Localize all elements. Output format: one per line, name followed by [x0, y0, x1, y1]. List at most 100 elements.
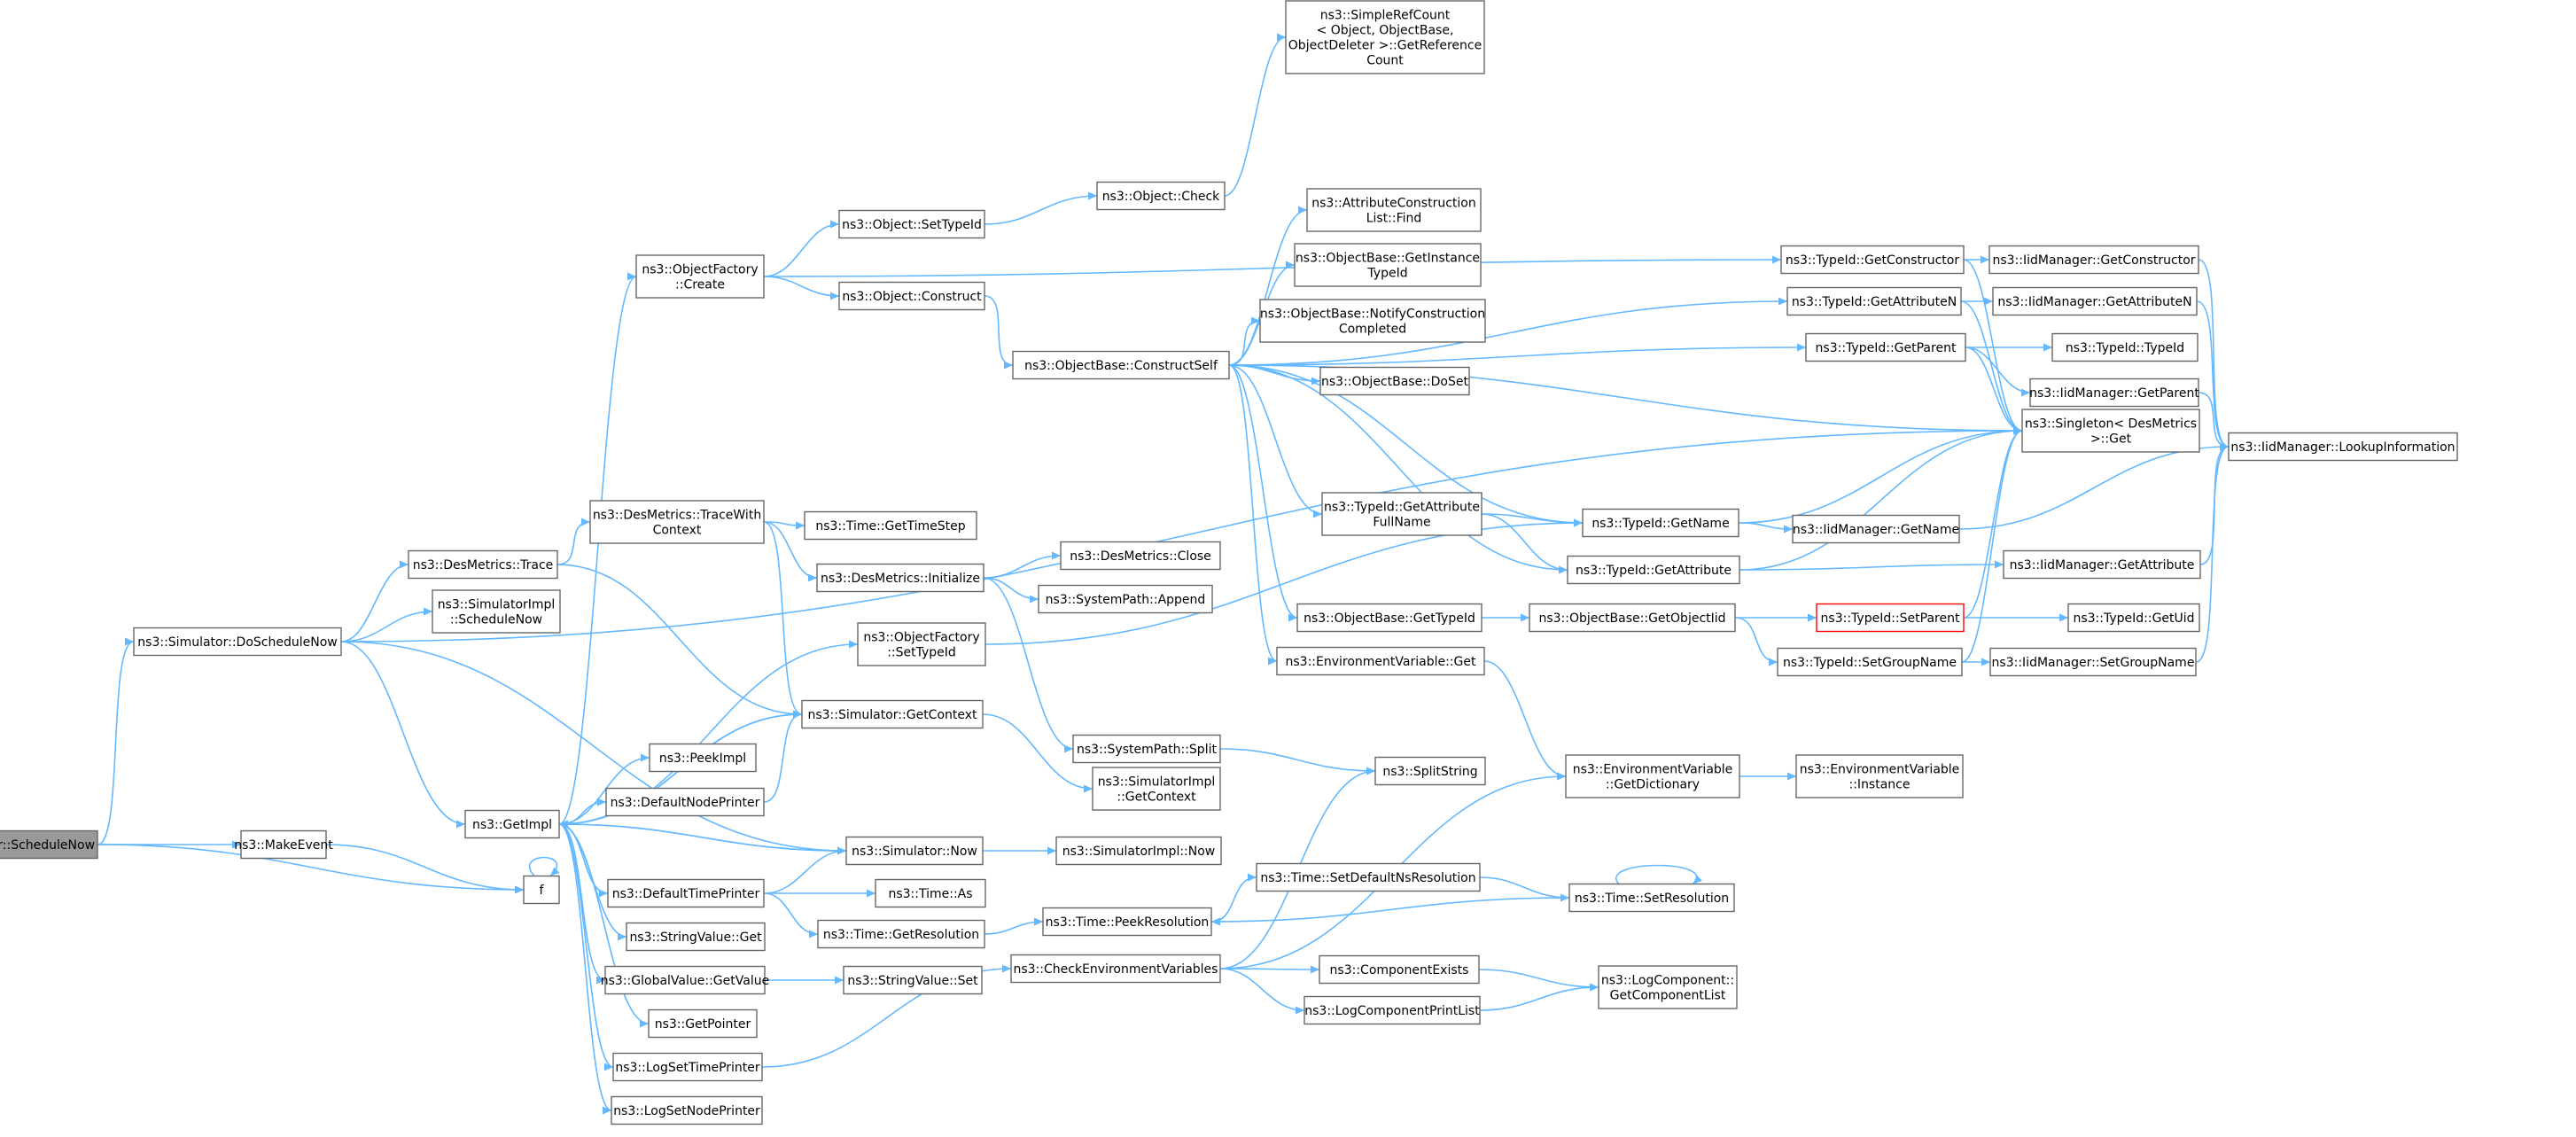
node-iid_getattributen[interactable]: ns3::IidManager::GetAttributeN	[1992, 286, 2198, 316]
node-constructself[interactable]: ns3::ObjectBase::ConstructSelf	[1012, 350, 1230, 380]
node-desmetrics_close[interactable]: ns3::DesMetrics::Close	[1060, 541, 1221, 571]
node-label: ns3::SimpleRefCount	[1320, 9, 1451, 23]
node-layer: ns3::Simulator::ScheduleNow ns3::Simulato…	[0, 0, 2458, 1125]
node-label: ns3::Singleton< DesMetrics	[2025, 417, 2197, 432]
node-box	[1568, 883, 1735, 913]
node-time_getresolution[interactable]: ns3::Time::GetResolution	[817, 919, 985, 949]
node-logsettimeprinter[interactable]: ns3::LogSetTimePrinter	[612, 1052, 763, 1082]
node-typeid_setgroupname[interactable]: ns3::TypeId::SetGroupName	[1777, 647, 1963, 677]
node-desmetrics_trace[interactable]: ns3::DesMetrics::Trace	[408, 549, 558, 580]
node-time_setdefaultnsresolution[interactable]: ns3::Time::SetDefaultNsResolution	[1256, 862, 1481, 892]
node-objectbase_doset[interactable]: ns3::ObjectBase::DoSet	[1319, 366, 1470, 396]
node-envvar_get[interactable]: ns3::EnvironmentVariable::Get	[1276, 646, 1485, 676]
node-objectfactory_settypeid[interactable]: ns3::ObjectFactory::SetTypeId	[857, 622, 986, 666]
node-stringvalue_get[interactable]: ns3::StringValue::Get	[626, 922, 766, 952]
node-object_construct[interactable]: ns3::Object::Construct	[838, 281, 985, 311]
node-box	[649, 743, 757, 773]
node-typeid_getattribute[interactable]: ns3::TypeId::GetAttribute	[1567, 555, 1740, 585]
node-defaultnodeprinter[interactable]: ns3::DefaultNodePrinter	[605, 787, 765, 817]
node-envvar_getdictionary[interactable]: ns3::EnvironmentVariable::GetDictionary	[1565, 754, 1740, 798]
node-checkenvvars[interactable]: ns3::CheckEnvironmentVariables	[1010, 954, 1221, 984]
edge-getimpl-to-logsetnodeprinter	[558, 823, 612, 1115]
node-iid_getattribute[interactable]: ns3::IidManager::GetAttribute	[2003, 549, 2201, 580]
node-doschedulenow[interactable]: ns3::Simulator::DoScheduleNow	[133, 627, 342, 657]
node-notifyconstructioncompleted[interactable]: ns3::ObjectBase::NotifyConstructionCompl…	[1259, 299, 1486, 343]
node-box	[1012, 350, 1230, 380]
node-label: ns3::IidManager::GetParent	[2029, 386, 2199, 401]
node-logcomponent_getcomponentlist[interactable]: ns3::LogComponent::GetComponentList	[1598, 965, 1738, 1009]
node-box	[1795, 754, 1964, 798]
node-typeid_getname[interactable]: ns3::TypeId::GetName	[1582, 508, 1739, 538]
node-box	[1567, 555, 1740, 585]
node-simulator_getcontext[interactable]: ns3::Simulator::GetContext	[801, 699, 984, 729]
node-singleton_get[interactable]: ns3::Singleton< DesMetrics>::Get	[2021, 409, 2200, 453]
node-typeid_typeid[interactable]: ns3::TypeId::TypeId	[2051, 332, 2199, 362]
node-logcomponentprintlist[interactable]: ns3::LogComponentPrintList	[1304, 995, 1481, 1025]
node-objectfactory_create[interactable]: ns3::ObjectFactory::Create	[635, 254, 765, 299]
node-logsetnodeprinter[interactable]: ns3::LogSetNodePrinter	[611, 1095, 763, 1125]
edge-objectbase_getobjectiid-to-typeid_setgroupname	[1734, 617, 1778, 666]
node-typeid_getconstructor[interactable]: ns3::TypeId::GetConstructor	[1780, 245, 1965, 275]
node-objectbase_gettypeid[interactable]: ns3::ObjectBase::GetTypeId	[1296, 603, 1483, 633]
node-makeevent[interactable]: ns3::MakeEvent	[234, 829, 333, 860]
node-schedulenow[interactable]: ns3::Simulator::ScheduleNow	[0, 829, 98, 860]
node-object_settypeid[interactable]: ns3::Object::SetTypeId	[838, 209, 985, 239]
node-label: ns3::ObjectBase::DoSet	[1321, 375, 1468, 389]
node-time_peekresolution[interactable]: ns3::Time::PeekResolution	[1042, 907, 1212, 937]
node-typeid_getparent[interactable]: ns3::TypeId::GetParent	[1805, 332, 1966, 362]
node-desmetrics_initialize[interactable]: ns3::DesMetrics::Initialize	[816, 563, 984, 593]
node-time_as[interactable]: ns3::Time::As	[875, 878, 986, 908]
node-label: List::Find	[1366, 212, 1422, 226]
edge-tracewithcontext-to-simulator_getcontext	[763, 521, 803, 719]
node-stringvalue_set[interactable]: ns3::StringValue::Set	[843, 965, 983, 995]
node-label: ns3::Object::SetTypeId	[842, 218, 982, 232]
node-peekimpl[interactable]: ns3::PeekImpl	[649, 743, 757, 773]
node-label: f	[540, 884, 545, 898]
node-time_setresolution[interactable]: ns3::Time::SetResolution	[1568, 883, 1735, 913]
node-box	[1374, 756, 1486, 786]
node-simimpl_now[interactable]: ns3::SimulatorImpl::Now	[1055, 836, 1222, 866]
node-box	[875, 878, 986, 908]
node-box	[816, 563, 984, 593]
node-label: ns3::Simulator::DoScheduleNow	[137, 635, 337, 650]
node-label: ns3::EnvironmentVariable	[1573, 763, 1733, 777]
node-typeid_getuid[interactable]: ns3::TypeId::GetUid	[2067, 603, 2200, 633]
node-box	[1777, 647, 1963, 677]
node-simimpl_getcontext[interactable]: ns3::SimulatorImpl::GetContext	[1092, 767, 1221, 811]
node-systempath_split[interactable]: ns3::SystemPath::Split	[1072, 734, 1221, 764]
node-label: ns3::IidManager::GetAttributeN	[1997, 295, 2191, 309]
node-f[interactable]: f	[523, 875, 560, 905]
node-label: Count	[1366, 54, 1404, 68]
node-iid_getname[interactable]: ns3::IidManager::GetName	[1792, 514, 1960, 544]
node-iid_setgroupname[interactable]: ns3::IidManager::SetGroupName	[1989, 647, 2197, 677]
node-splitstring[interactable]: ns3::SplitString	[1374, 756, 1486, 786]
node-simulator_now[interactable]: ns3::Simulator::Now	[845, 836, 984, 866]
node-componentexists[interactable]: ns3::ComponentExists	[1319, 954, 1480, 985]
node-iid_getconstructor[interactable]: ns3::IidManager::GetConstructor	[1988, 245, 2199, 275]
node-systempath_append[interactable]: ns3::SystemPath::Append	[1038, 584, 1213, 614]
edge-desmetrics_initialize-to-systempath_append	[983, 577, 1039, 604]
edge-typeid_getparent-to-singleton_get	[1965, 347, 2023, 435]
edge-time_setdefaultnsresolution-to-time_setresolution	[1479, 876, 1570, 902]
node-defaulttimeprinter[interactable]: ns3::DefaultTimePrinter	[607, 878, 765, 908]
node-object_check[interactable]: ns3::Object::Check	[1096, 181, 1226, 211]
node-simplerefcount[interactable]: ns3::SimpleRefCount< Object, ObjectBase,…	[1285, 0, 1485, 74]
node-globalvalue_getvalue[interactable]: ns3::GlobalValue::GetValue	[601, 965, 769, 995]
node-typeid_getattributen[interactable]: ns3::TypeId::GetAttributeN	[1786, 286, 1962, 316]
node-iid_lookupinformation[interactable]: ns3::IidManager::LookupInformation	[2228, 432, 2458, 462]
node-label: ns3::SimulatorImpl	[438, 598, 556, 612]
node-envvar_instance[interactable]: ns3::EnvironmentVariable::Instance	[1795, 754, 1964, 798]
node-getpointer[interactable]: ns3::GetPointer	[648, 1009, 758, 1039]
node-iid_getparent[interactable]: ns3::IidManager::GetParent	[2029, 378, 2199, 408]
node-objectbase_getobjectiid[interactable]: ns3::ObjectBase::GetObjectIid	[1529, 603, 1736, 633]
node-time_gettimestep[interactable]: ns3::Time::GetTimeStep	[804, 510, 977, 541]
node-getimpl[interactable]: ns3::GetImpl	[464, 809, 560, 839]
node-simimpl_schedulenow[interactable]: ns3::SimulatorImpl::ScheduleNow	[432, 589, 561, 634]
edge-constructself-to-notifyconstructioncompleted	[1228, 316, 1261, 366]
node-typeid_setparent[interactable]: ns3::TypeId::SetParent	[1816, 603, 1965, 633]
